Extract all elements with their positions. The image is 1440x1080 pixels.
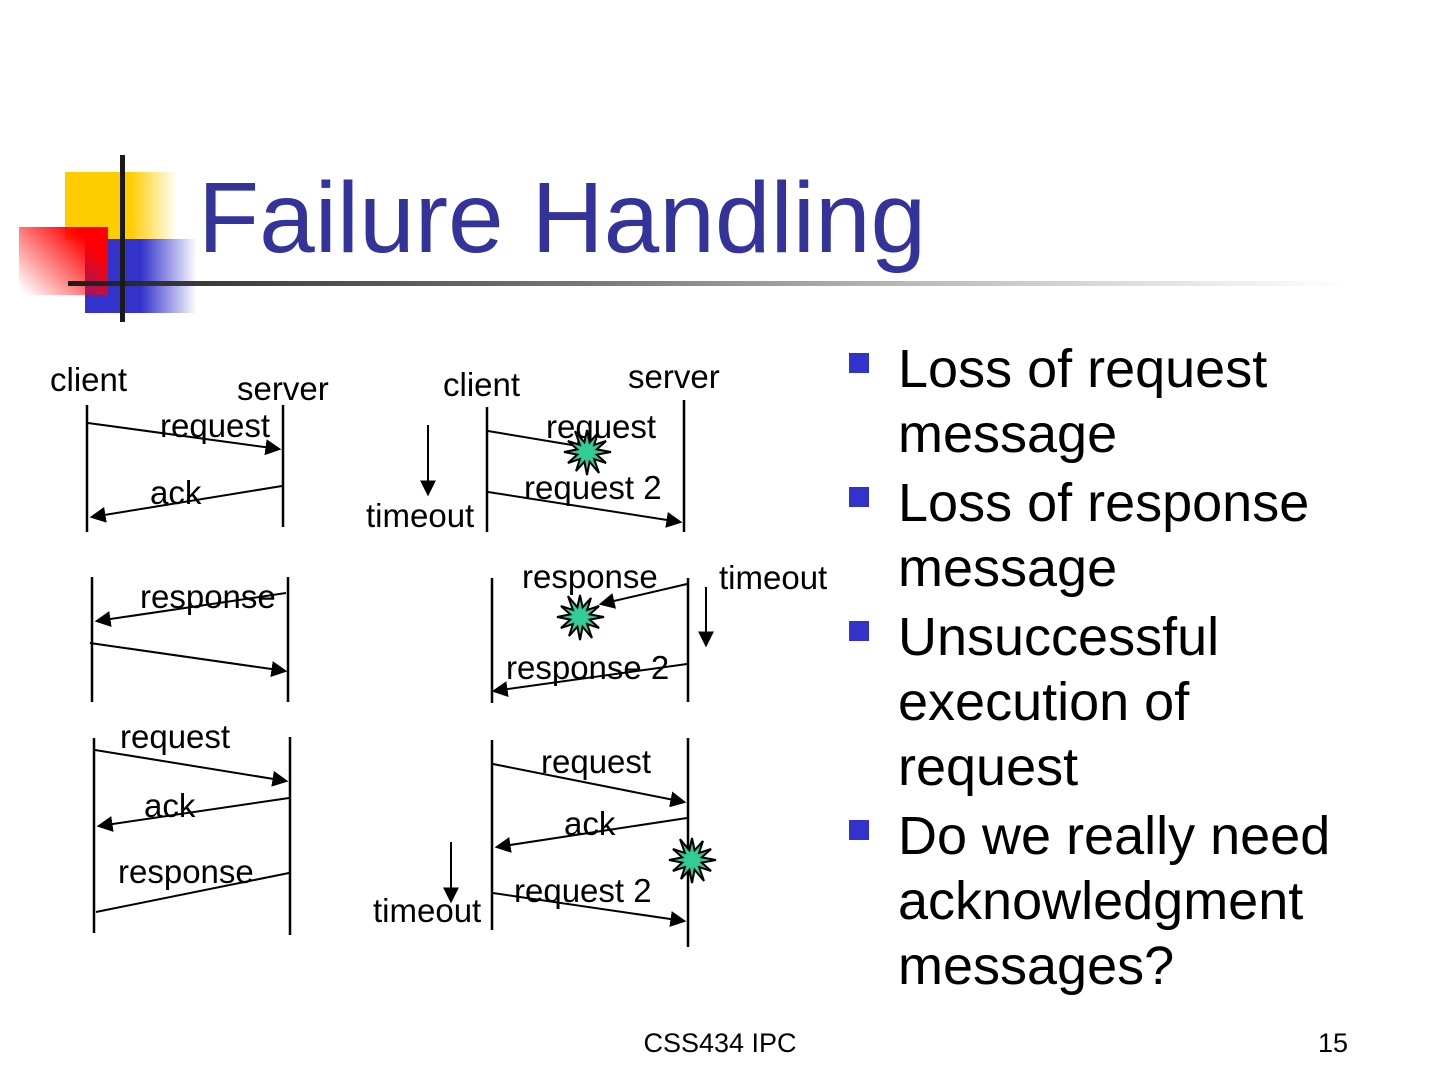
d3-response-label: response [140, 578, 276, 615]
d2-request-label: request [546, 408, 657, 445]
d1-client-label: client [50, 361, 128, 398]
d5-ack-label: ack [144, 787, 196, 824]
d5-response-label: response [118, 853, 254, 890]
list-item: Do we really need acknowledgment message… [849, 804, 1368, 999]
d2-timeout-label: timeout [366, 497, 475, 534]
d4-response-label: response [522, 558, 658, 595]
square-bullet-icon [849, 487, 869, 507]
d2-client-label: client [443, 366, 521, 403]
d1-ack-label: ack [150, 474, 202, 511]
d4-response2-label: response 2 [506, 649, 670, 686]
square-bullet-icon [849, 353, 869, 373]
d5-request-label: request [120, 718, 231, 755]
decor-vertical-line [120, 155, 125, 322]
d2-request2-label: request 2 [524, 469, 662, 506]
d6-ack-label: ack [564, 805, 616, 842]
square-bullet-icon [849, 621, 869, 641]
d1-server-label: server [237, 370, 329, 407]
page-title: Failure Handling [198, 162, 927, 274]
list-item: Unsuccessful execution of request [849, 605, 1368, 800]
d6-request-label: request [541, 743, 652, 780]
d6-timeout-label: timeout [373, 892, 482, 929]
bullet-list: Loss of request message Loss of response… [849, 337, 1409, 1003]
list-item: Loss of request message [849, 337, 1368, 467]
square-bullet-icon [849, 820, 869, 840]
list-item: Loss of response message [849, 471, 1368, 601]
footer-course-label: CSS434 IPC [643, 1028, 797, 1058]
page-number: 15 [1318, 1028, 1349, 1058]
bullet-text: Do we really need acknowledgment message… [898, 806, 1331, 996]
d6-request2-label: request 2 [514, 872, 652, 909]
title-rule [68, 281, 1360, 286]
bullet-text: Loss of request message [898, 339, 1268, 464]
bullet-text: Unsuccessful execution of request [898, 607, 1220, 797]
d2-server-label: server [628, 358, 720, 395]
d4-timeout-label: timeout [719, 559, 828, 596]
bullet-text: Loss of response message [898, 473, 1310, 598]
d1-request-label: request [160, 407, 271, 444]
